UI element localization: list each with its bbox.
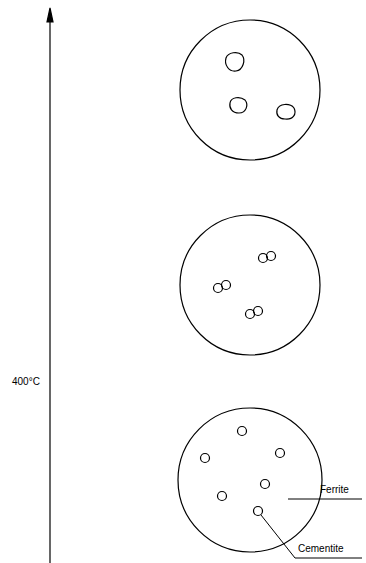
cementite-particle — [254, 507, 263, 516]
temperature-label: 400°C — [12, 376, 40, 388]
micrograph-circle — [180, 215, 320, 355]
cementite-particle — [218, 492, 227, 501]
cementite-particle — [230, 98, 247, 113]
cementite-particle — [201, 454, 210, 463]
phase-label: Cementite — [298, 543, 344, 555]
cementite-particle — [226, 53, 244, 71]
leader-line — [261, 515, 362, 558]
cementite-particle — [276, 449, 285, 458]
leader-line — [288, 499, 362, 500]
phase-label: Ferrite — [320, 484, 349, 496]
micrograph-circle — [180, 20, 320, 160]
cementite-particle — [261, 480, 270, 489]
micrograph-circle — [178, 408, 322, 552]
cementite-particle — [267, 252, 276, 261]
cementite-particle — [254, 307, 263, 316]
axis-arrowhead — [47, 8, 53, 22]
cementite-particle — [222, 281, 231, 290]
cementite-particle — [277, 104, 295, 119]
axis-line — [49, 14, 50, 563]
cementite-particle — [238, 427, 247, 436]
